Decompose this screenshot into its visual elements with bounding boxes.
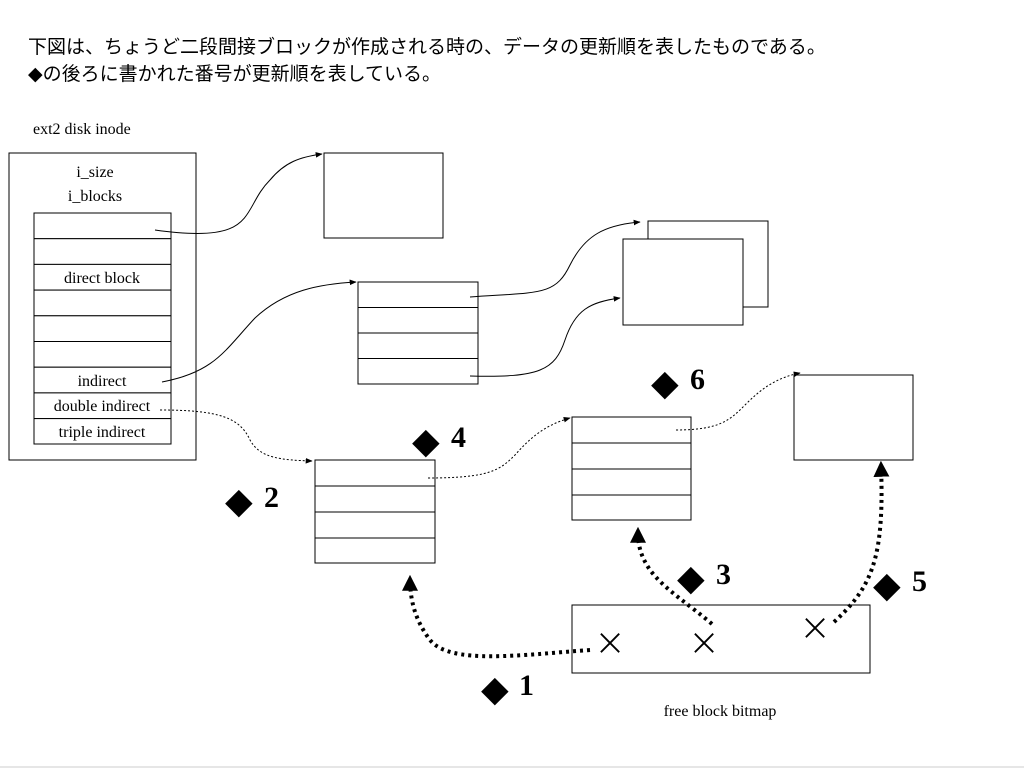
inode-row xyxy=(33,212,172,240)
marker-number: 2 xyxy=(264,481,279,514)
allocation-arrow-3 xyxy=(630,526,714,626)
marker-number: 3 xyxy=(716,558,731,591)
indirect-block-row xyxy=(357,307,479,334)
double-indirect-block xyxy=(314,459,436,564)
double-indirect-block-row xyxy=(314,511,436,539)
allocation-arrow-1 xyxy=(402,574,591,659)
inode-field-blocks: i_blocks xyxy=(68,188,122,205)
double-indirect-block-row xyxy=(314,485,436,513)
indirect-block-row xyxy=(357,358,479,385)
indirect-block-row xyxy=(357,281,479,308)
second-level-indirect-block xyxy=(571,416,692,521)
indirect-block-row xyxy=(357,332,479,359)
marker-number: 6 xyxy=(690,363,705,396)
pointer-arrow-double-indirect xyxy=(159,409,313,464)
inode-row-label-triple-indirect: triple indirect xyxy=(59,424,146,441)
bitmap-mark: × xyxy=(688,620,720,664)
bitmap-mark: × xyxy=(799,605,831,649)
data-block-front xyxy=(622,238,744,326)
marker-diamond: ◆ xyxy=(651,363,679,404)
order-marker-6: ◆ 6 xyxy=(651,363,705,404)
marker-number: 4 xyxy=(451,421,466,454)
intro-line-1: 下図は、ちょうど二段間接ブロックが作成される時の、データの更新順を表したものであ… xyxy=(28,36,826,58)
double-indirect-block-row xyxy=(314,459,436,487)
inode-caption: ext2 disk inode xyxy=(33,121,131,138)
inode-row xyxy=(33,238,172,265)
intro-text: 下図は、ちょうど二段間接ブロックが作成される時の、データの更新順を表したものであ… xyxy=(28,34,826,88)
bitmap-caption: free block bitmap xyxy=(664,703,777,720)
double-indirect-block-row xyxy=(314,537,436,564)
new-data-block xyxy=(793,374,914,461)
bitmap-mark: × xyxy=(594,620,626,664)
marker-diamond: ◆ xyxy=(677,558,705,599)
inode-row-label-indirect: indirect xyxy=(78,373,127,390)
intro-line-2: ◆の後ろに書かれた番号が更新順を表している。 xyxy=(28,63,442,85)
second-level-block-row xyxy=(571,468,692,496)
marker-number: 1 xyxy=(519,669,534,702)
free-block-bitmap xyxy=(571,604,871,674)
indirect-block xyxy=(357,281,479,385)
pointer-arrow-data-2 xyxy=(469,296,621,377)
inode-row xyxy=(33,315,172,342)
marker-diamond: ◆ xyxy=(225,481,253,522)
pointer-arrow-new-data xyxy=(675,371,801,431)
inode-row xyxy=(33,341,172,368)
inode-block-table: direct block indirect double indirect tr… xyxy=(33,212,172,445)
order-marker-3: ◆ 3 xyxy=(677,558,731,599)
marker-diamond: ◆ xyxy=(481,669,509,710)
order-marker-5: ◆ 5 xyxy=(873,565,927,606)
second-level-block-row xyxy=(571,416,692,444)
order-marker-4: ◆ 4 xyxy=(412,421,466,462)
inode-row xyxy=(33,263,172,291)
inode-row-label-double-indirect: double indirect xyxy=(54,398,151,415)
marker-number: 5 xyxy=(912,565,927,598)
inode-row xyxy=(33,418,172,445)
pointer-arrow-second-level xyxy=(427,417,571,479)
second-level-block-row xyxy=(571,442,692,470)
inode-row-label-direct: direct block xyxy=(64,270,140,287)
pointer-arrow-direct xyxy=(154,152,323,235)
marker-diamond: ◆ xyxy=(412,421,440,462)
direct-data-block xyxy=(323,152,444,239)
marker-diamond: ◆ xyxy=(873,565,901,606)
order-marker-2: ◆ 2 xyxy=(225,481,279,522)
inode-row xyxy=(33,289,172,317)
inode-field-size: i_size xyxy=(76,164,113,181)
order-marker-1: ◆ 1 xyxy=(481,669,534,710)
footer-divider xyxy=(0,766,1024,768)
pointer-arrow-data-1 xyxy=(469,219,641,298)
second-level-block-row xyxy=(571,494,692,521)
pointer-arrow-indirect xyxy=(161,279,357,383)
inode-box xyxy=(8,152,197,461)
